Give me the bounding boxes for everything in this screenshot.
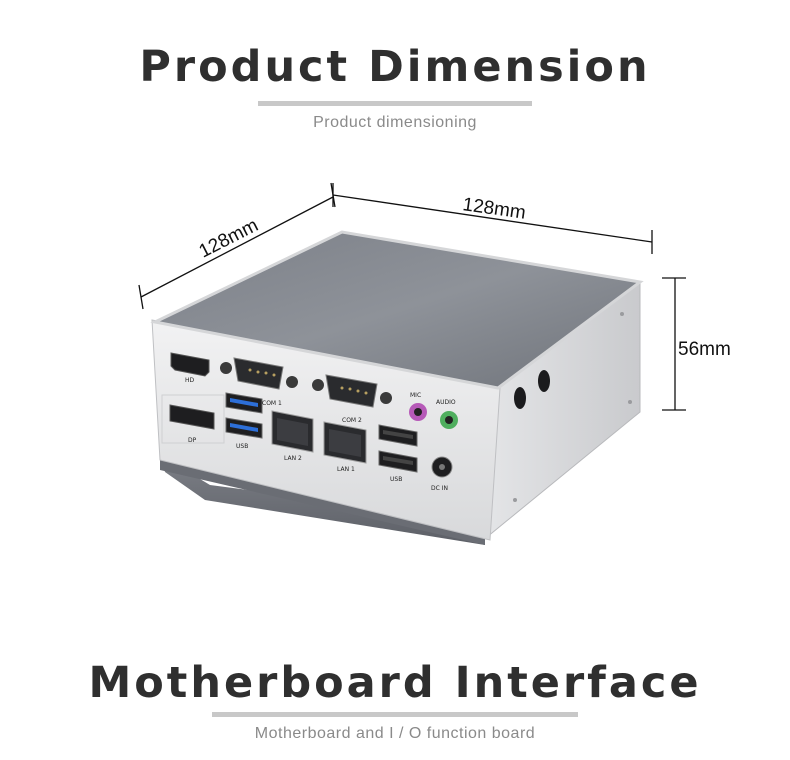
title-underline: [258, 101, 532, 106]
section-subtitle-motherboard: Motherboard and I / O function board: [254, 725, 536, 742]
hdmi-port-icon: [170, 352, 210, 377]
dimension-line-width: [332, 183, 653, 254]
audio-jack-icon: [440, 411, 458, 429]
section-subtitle-product-dimensioning: Product dimensioning: [313, 114, 477, 131]
case-top-lid: [150, 230, 644, 390]
dimension-label-width: 128mm: [461, 194, 527, 224]
port-label-lan2: LAN 2: [284, 455, 302, 462]
serial-port-icon: [312, 374, 392, 408]
dimension-label-height: 56mm: [678, 339, 731, 360]
port-label-hd: HD: [185, 377, 195, 384]
port-label-dc-in: DC IN: [431, 485, 448, 492]
serial-port-icon: [220, 357, 298, 390]
dimension-line-height: [662, 277, 686, 411]
port-label-com1: COM 1: [262, 400, 282, 407]
port-label-com2: COM 2: [342, 417, 362, 424]
ethernet-port-icon: [323, 421, 367, 464]
port-label-usb-right: USB: [390, 476, 402, 483]
mini-pc-illustration: 128mm 128mm 56mm HD DP C: [138, 182, 731, 545]
section-title-product-dimension: Product Dimension: [139, 42, 651, 92]
side-port-2: [538, 370, 550, 392]
usb-port-icon: [225, 392, 263, 439]
usb-port-icon: [378, 424, 418, 473]
title-underline: [212, 712, 578, 717]
port-label-lan1: LAN 1: [337, 466, 355, 473]
dimension-label-depth: 128mm: [196, 215, 262, 262]
ethernet-port-icon: [271, 410, 314, 453]
dc-jack-icon: [431, 456, 453, 478]
side-port-1: [514, 387, 526, 409]
displayport-icon: [169, 404, 215, 430]
section-title-motherboard-interface: Motherboard Interface: [88, 658, 702, 708]
port-label-usb-left: USB: [236, 443, 248, 450]
audio-jack-icon: [409, 403, 427, 421]
port-label-mic: MIC: [410, 392, 421, 399]
port-label-dp: DP: [188, 437, 197, 444]
port-label-audio: AUDIO: [436, 399, 456, 406]
